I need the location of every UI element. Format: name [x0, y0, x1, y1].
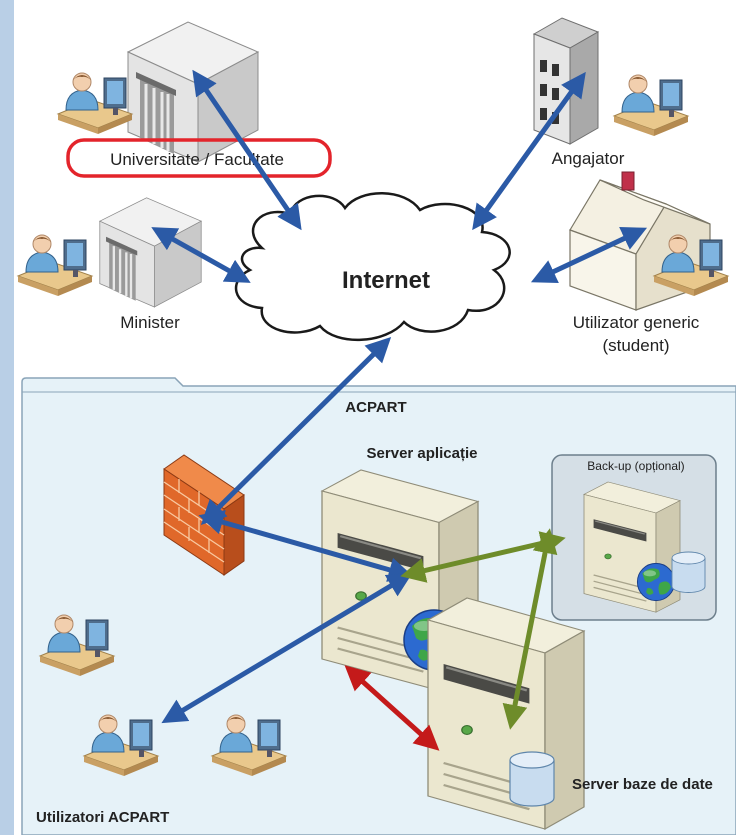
- office-building-icon: [532, 17, 600, 145]
- globe-icon: [636, 562, 676, 602]
- server-tower-icon: [426, 596, 586, 831]
- link-firewall-appserver: [198, 510, 414, 582]
- database-icon: [509, 751, 555, 807]
- link-appserver-dbserver: [344, 665, 440, 751]
- db-server-label: Server baze de date: [572, 776, 713, 793]
- acpart-users-label: Utilizatori ACPART: [36, 809, 169, 826]
- internet-label: Internet: [342, 267, 430, 294]
- minister-label: Minister: [120, 313, 180, 332]
- link-backup-dbserver: [502, 528, 558, 730]
- link-minister-internet: [151, 227, 251, 283]
- app-server-label: Server aplicație: [367, 445, 478, 462]
- acpart-label: ACPART: [345, 399, 406, 416]
- link-university-internet: [192, 69, 302, 231]
- link-appserver-users: [161, 572, 413, 724]
- backup-label: Back-up (opțional): [587, 459, 684, 473]
- generic-user-label-line2: (student): [602, 336, 669, 355]
- database-icon: [671, 551, 706, 593]
- generic-user-label-line1: Utilizator generic: [573, 313, 700, 332]
- link-home-internet: [530, 227, 648, 283]
- employer-label: Angajator: [552, 149, 625, 168]
- cloud-icon: [234, 192, 511, 342]
- link-employer-internet: [472, 71, 586, 231]
- link-internet-firewall: [200, 336, 392, 526]
